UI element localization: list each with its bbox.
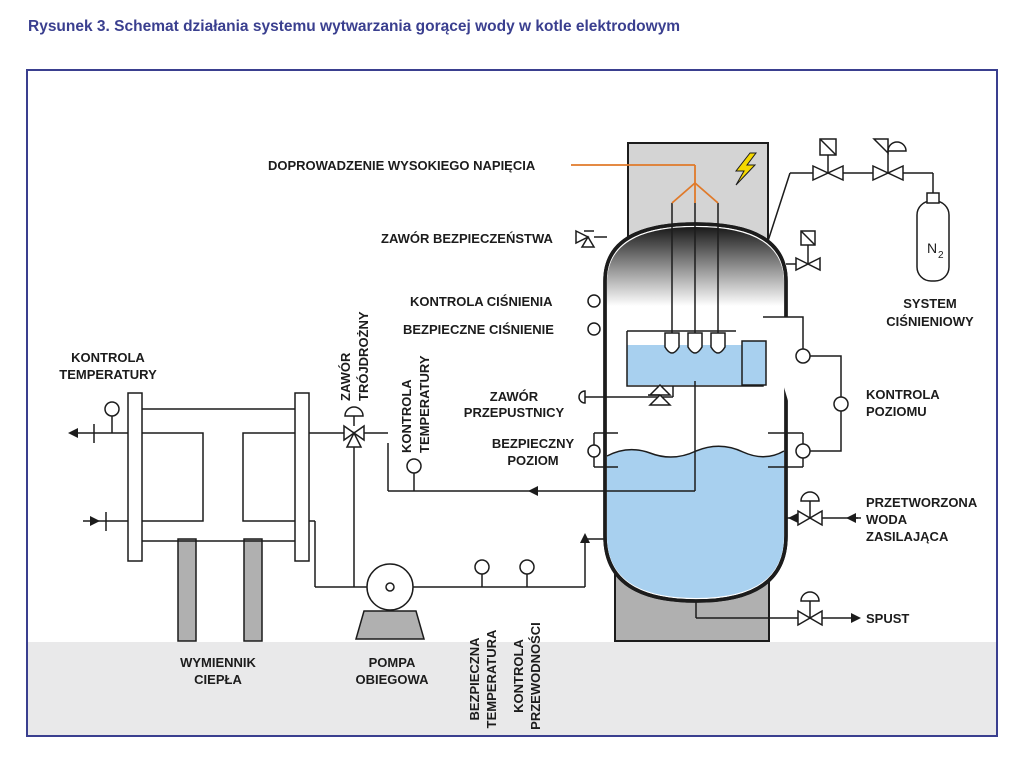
label-circulation-pump-1: POMPA <box>369 655 416 670</box>
safe-temperature-gauge <box>474 559 490 587</box>
pressure-system-piping <box>767 138 934 272</box>
label-temp-control-vertical-2: TEMPERATURY <box>417 355 432 453</box>
label-level-control-2: POZIOMU <box>866 404 927 419</box>
label-pressure-system-1: SYSTEM <box>903 296 956 311</box>
label-safe-level-1: BEZPIECZNY <box>492 436 575 451</box>
boiler-water <box>607 446 784 598</box>
pressure-control-gauge <box>587 294 601 308</box>
label-circulation-pump-2: OBIEGOWA <box>356 672 430 687</box>
level-control-right <box>763 316 849 468</box>
bypass-valve[interactable] <box>648 383 672 406</box>
label-feed-water-3: ZASILAJĄCA <box>866 529 949 544</box>
label-safe-temperature-2: TEMPERATURA <box>484 629 499 728</box>
boiler-diagram: N 2 <box>59 138 978 730</box>
boiler <box>571 142 788 642</box>
heat-exchanger <box>127 392 310 642</box>
label-pressure-control: KONTROLA CIŚNIENIA <box>410 294 553 309</box>
figure-caption: Rysunek 3. Schemat działania systemu wyt… <box>28 18 681 35</box>
label-high-voltage: DOPROWADZENIE WYSOKIEGO NAPIĘCIA <box>268 158 536 173</box>
conductivity-gauge <box>519 559 535 587</box>
label-conductivity-1: KONTROLA <box>511 639 526 713</box>
high-voltage-lines <box>571 164 719 204</box>
label-level-control-1: KONTROLA <box>866 387 940 402</box>
label-feed-water-2: WODA <box>866 512 908 527</box>
safe-level-left <box>587 432 618 468</box>
label-safety-valve: ZAWÓR BEZPIECZEŃSTWA <box>381 231 554 246</box>
label-heat-exchanger-1: WYMIENNIK <box>180 655 256 670</box>
side-chamber <box>741 340 767 386</box>
label-pressure-system-2: CIŚNIENIOWY <box>886 314 974 329</box>
floor <box>28 642 996 735</box>
circulation-pump <box>355 563 425 640</box>
label-temp-control-vertical-1: KONTROLA <box>399 379 414 453</box>
three-way-valve[interactable] <box>343 406 365 448</box>
label-safe-pressure: BEZPIECZNE CIŚNIENIE <box>403 322 554 337</box>
drain-valve[interactable] <box>695 591 851 627</box>
safe-pressure-gauge <box>587 322 601 336</box>
safety-valve[interactable] <box>575 229 607 248</box>
lightning-bolt-icon <box>734 152 757 186</box>
labels: DOPROWADZENIE WYSOKIEGO NAPIĘCIA ZAWÓR B… <box>59 158 978 730</box>
label-bypass-valve-1: ZAWÓR <box>490 389 539 404</box>
label-feed-water-1: PRZETWORZONA <box>866 495 978 510</box>
exchanger-ports <box>76 401 128 531</box>
loop-piping <box>309 432 605 588</box>
diagram-frame: N 2 <box>26 69 998 737</box>
label-safe-level-2: POZIOM <box>507 453 558 468</box>
boiler-vessel-outline <box>603 222 788 603</box>
label-heat-exchanger-2: CIEPŁA <box>194 672 242 687</box>
nitrogen-cylinder: N 2 <box>916 192 950 282</box>
label-bypass-valve-2: PRZEPUSTNICY <box>464 405 565 420</box>
temp-control-gauge <box>406 458 422 491</box>
nitrogen-label: N <box>927 240 937 256</box>
label-temp-control-left-1: KONTROLA <box>71 350 145 365</box>
electrodes <box>664 203 726 354</box>
label-three-way-valve-2: TRÓJDROŻNY <box>356 311 371 401</box>
nitrogen-subscript: 2 <box>938 250 944 261</box>
label-temp-control-left-2: TEMPERATURY <box>59 367 157 382</box>
bypass-gauge <box>578 390 586 404</box>
label-three-way-valve-1: ZAWÓR <box>338 352 353 401</box>
label-safe-temperature-1: BEZPIECZNA <box>467 637 482 721</box>
label-drain: SPUST <box>866 611 909 626</box>
label-conductivity-2: PRZEWODNOŚCI <box>528 622 543 730</box>
water-surface <box>606 445 785 458</box>
